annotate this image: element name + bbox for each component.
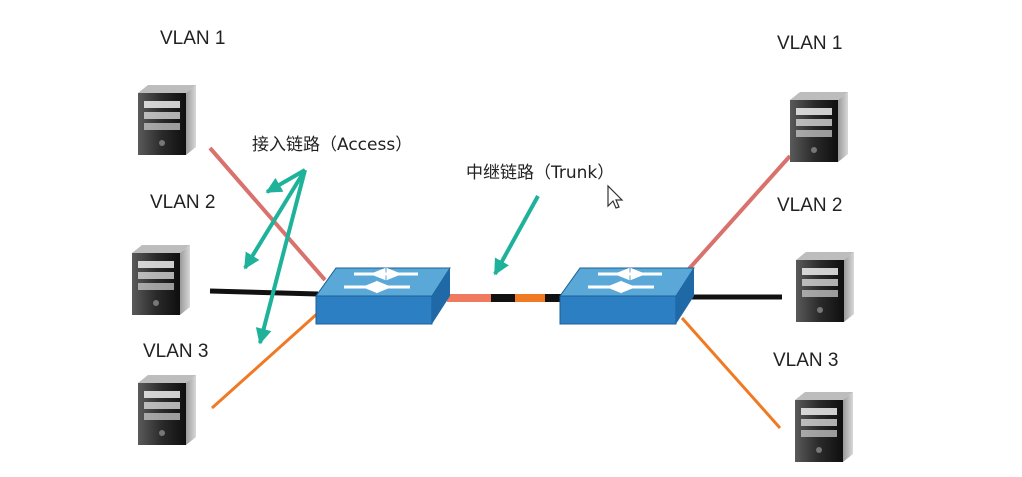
server-tower-icon (138, 375, 196, 445)
right-vlan1-label: VLAN 1 (777, 33, 843, 54)
trunk-link-annotation: 中继链路（Trunk） (466, 163, 615, 183)
access-arrow (255, 169, 307, 345)
server-tower-icon (795, 392, 853, 462)
server-tower-icon (132, 245, 190, 315)
server-tower-icon (796, 252, 854, 322)
right-link-vlan1 (686, 154, 792, 272)
left-link-vlan1 (208, 146, 327, 282)
right-switch (559, 267, 695, 325)
trunk-segment (515, 294, 545, 302)
server-tower-icon (790, 92, 848, 162)
access-arrows (243, 168, 307, 345)
mouse-pointer-icon (607, 184, 624, 209)
left-vlan2-label: VLAN 2 (150, 192, 216, 213)
left-link-vlan3 (210, 311, 320, 410)
trunk-segment (447, 294, 491, 302)
left-vlan3-label: VLAN 3 (143, 341, 209, 362)
access-link-annotation: 接入链路（Access） (252, 135, 413, 155)
left-switch (315, 267, 451, 325)
right-link-vlan3 (680, 317, 782, 429)
trunk-segment (491, 294, 515, 302)
network-switch-icon (344, 267, 418, 294)
network-switch-icon (588, 267, 662, 294)
left-vlan1-label: VLAN 1 (160, 28, 226, 49)
access-arrow (265, 168, 307, 194)
right-vlan3-label: VLAN 3 (773, 350, 839, 371)
server-tower-icon (138, 85, 196, 155)
right-vlan2-label: VLAN 2 (777, 195, 843, 216)
trunk-segment (545, 294, 563, 302)
trunk-arrow (493, 195, 540, 276)
left-link-vlan2 (209, 288, 319, 297)
trunk-link (447, 294, 563, 302)
access-arrow (243, 168, 307, 270)
